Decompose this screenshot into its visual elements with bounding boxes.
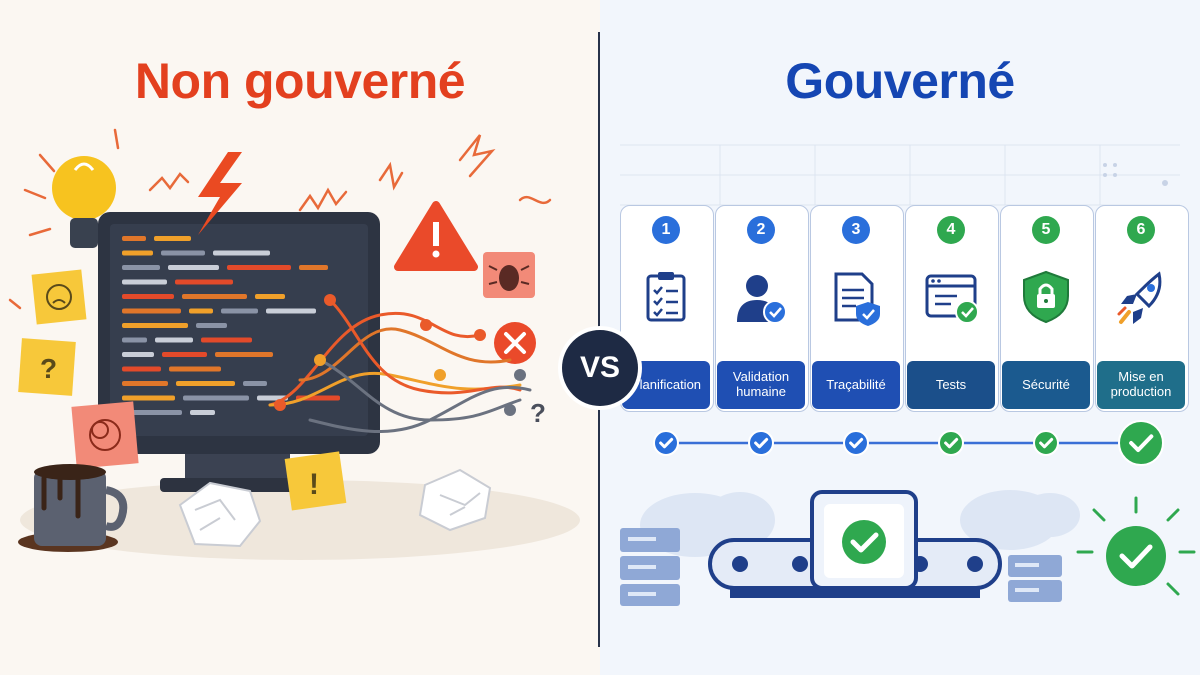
step-number: 1 xyxy=(652,216,680,244)
step-label: Mise en production xyxy=(1097,361,1185,409)
governed-title: Gouverné xyxy=(785,53,1015,109)
bug-icon xyxy=(483,252,535,298)
governed-panel: Gouverné xyxy=(600,0,1200,675)
sticky-note-sad xyxy=(31,269,87,325)
background-grid xyxy=(620,144,1180,206)
lightning-icon xyxy=(198,152,242,235)
decor-dots xyxy=(1103,163,1168,186)
ungoverned-title: Non gouverné xyxy=(134,53,466,109)
sticky-note-question: ? xyxy=(18,338,76,396)
wire-nodes xyxy=(274,294,526,416)
coffee-mug-icon xyxy=(18,464,128,552)
step-check-icon xyxy=(1033,430,1059,456)
package-check-icon xyxy=(810,490,918,590)
step-label: Sécurité xyxy=(1002,361,1090,409)
server-rack-left xyxy=(620,528,680,606)
step-check-icon xyxy=(653,430,679,456)
sticky-note-exclamation: ! xyxy=(284,451,347,511)
step-label: Traçabilité xyxy=(812,361,900,409)
user-check-icon xyxy=(737,275,787,324)
step-number: 2 xyxy=(747,216,775,244)
step-number: 3 xyxy=(842,216,870,244)
step-check-icon xyxy=(843,430,869,456)
chaos-doodles xyxy=(8,128,552,488)
code-lines xyxy=(122,236,340,415)
svg-text:!: ! xyxy=(309,468,319,501)
step-check-icon xyxy=(748,430,774,456)
step-check-icon xyxy=(938,430,964,456)
clipboard-checklist-icon xyxy=(646,272,686,322)
step-number: 4 xyxy=(937,216,965,244)
svg-text:?: ? xyxy=(40,353,57,384)
warning-icon xyxy=(394,201,478,271)
ungoverned-illustration: ? ? ! xyxy=(8,128,580,560)
sticky-note-tangle xyxy=(71,401,139,469)
step-label: Tests xyxy=(907,361,995,409)
document-shield-icon xyxy=(834,272,880,326)
error-x-icon xyxy=(494,322,536,364)
step-check-icon xyxy=(1118,420,1164,466)
server-rack-right xyxy=(1008,555,1062,602)
browser-check-icon xyxy=(925,274,977,324)
vs-badge: VS xyxy=(562,330,638,406)
step-number: 6 xyxy=(1127,216,1155,244)
lightbulb-icon xyxy=(52,156,116,248)
crumpled-paper-icon xyxy=(178,468,492,548)
floating-question-mark: ? xyxy=(530,398,546,428)
rocket-icon xyxy=(1117,271,1162,324)
governed-illustration xyxy=(620,144,1196,606)
tangled-wires xyxy=(268,298,532,434)
shield-lock-icon xyxy=(1023,270,1069,324)
final-success-icon xyxy=(1076,496,1196,596)
monitor-icon xyxy=(98,212,380,492)
step-number: 5 xyxy=(1032,216,1060,244)
ungoverned-panel: Non gouverné xyxy=(0,0,600,675)
step-label: Validation humaine xyxy=(717,361,805,409)
